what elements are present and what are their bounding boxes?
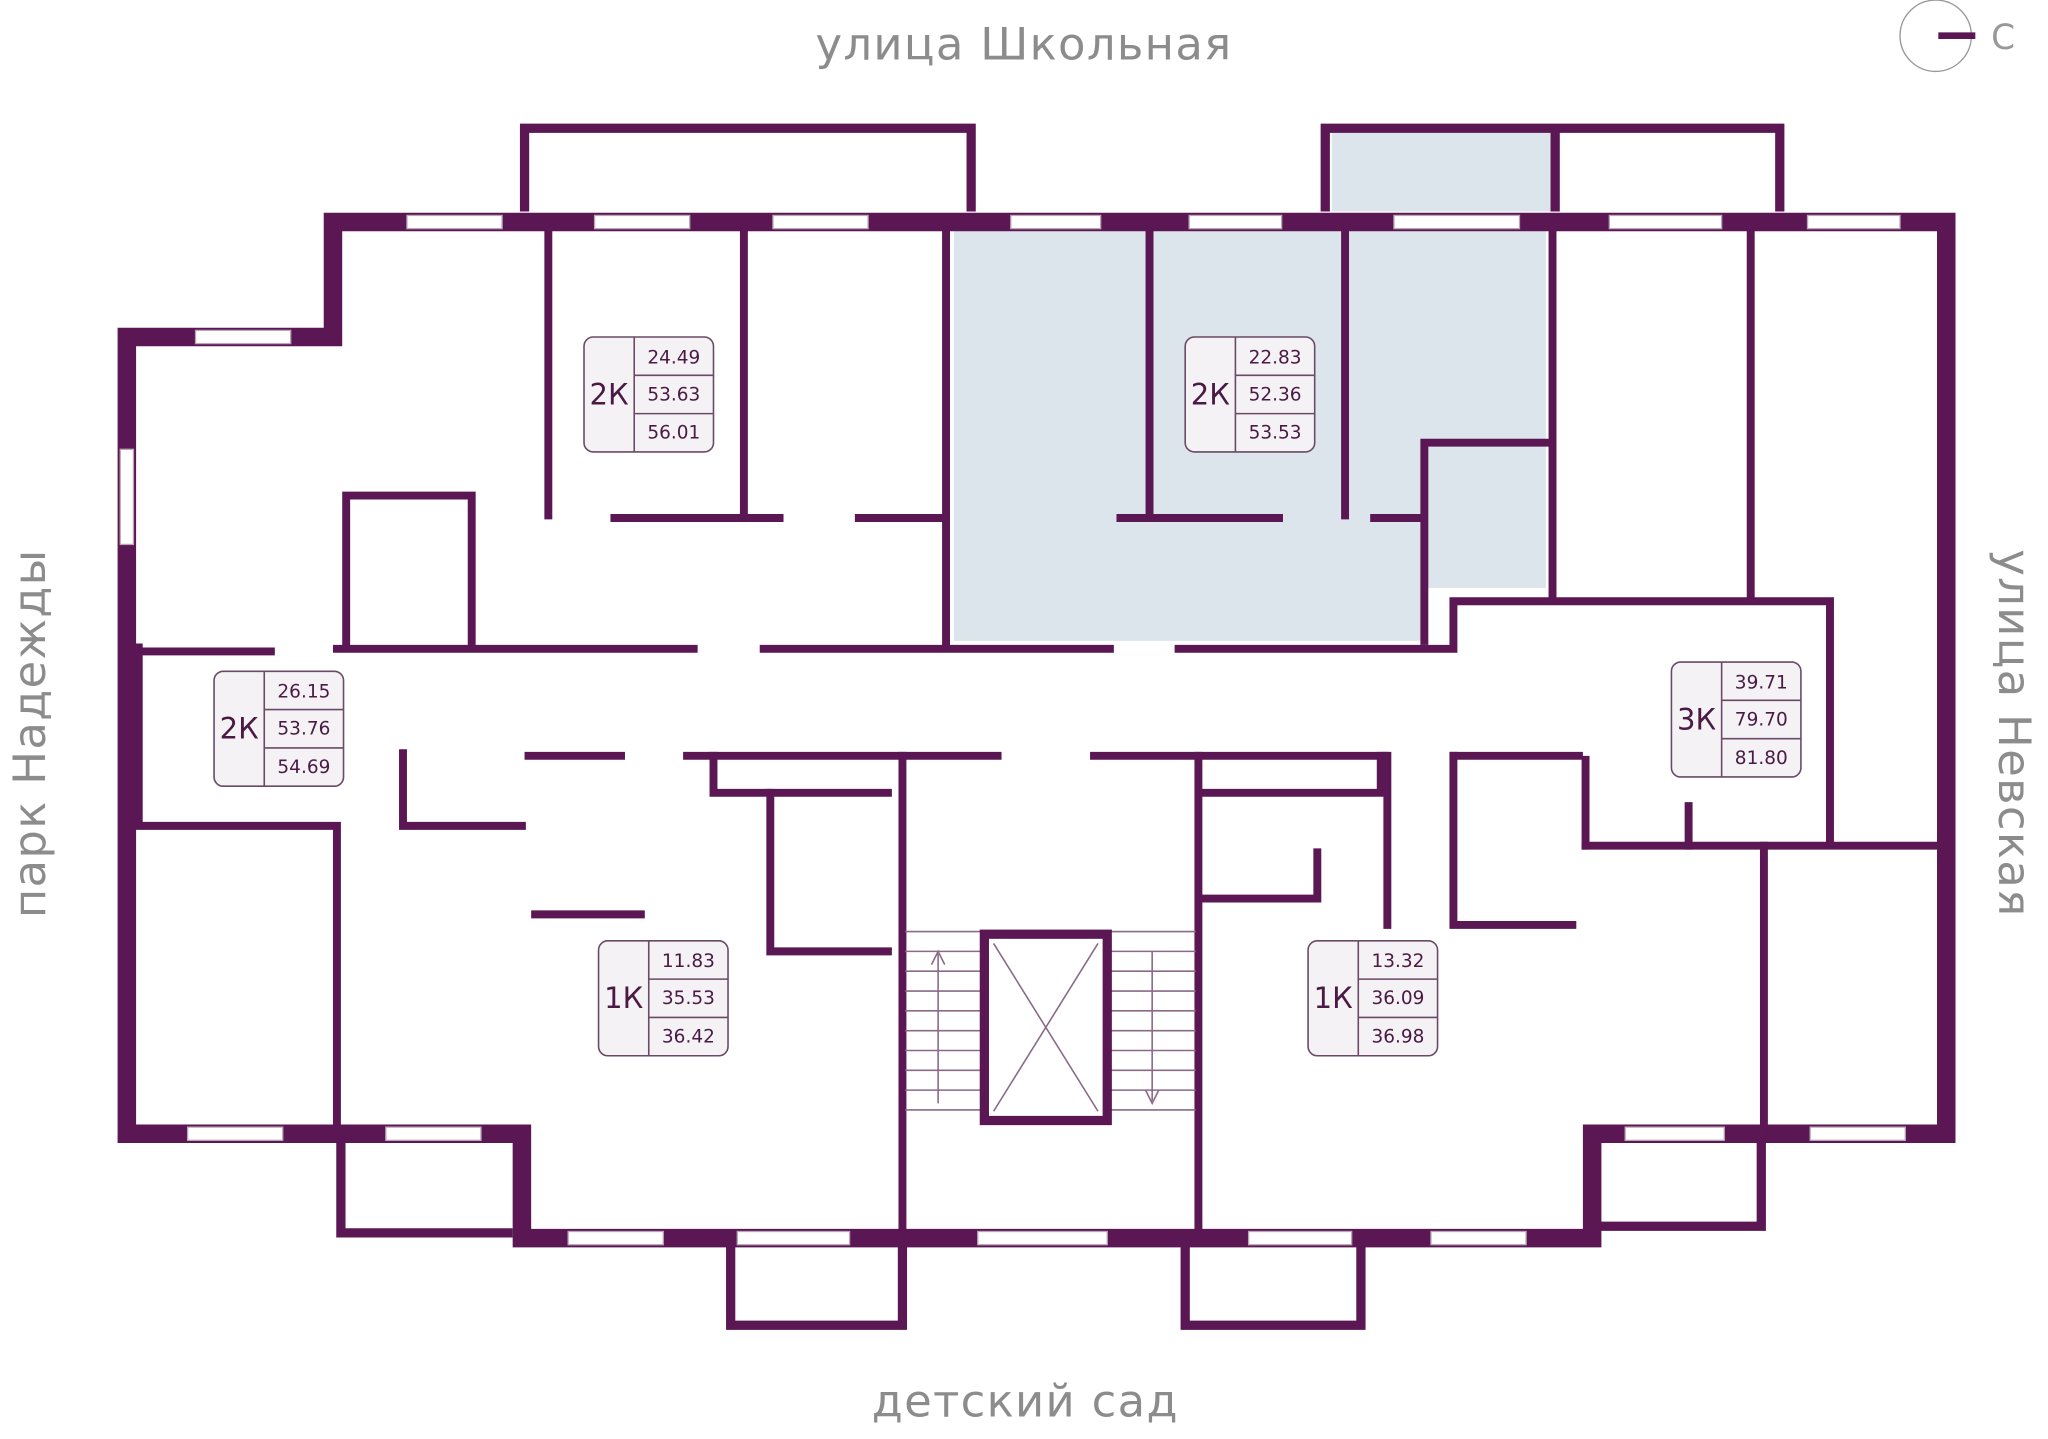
- area-living: 13.32: [1371, 951, 1424, 972]
- area-total-with-balcony: 54.69: [277, 757, 330, 778]
- apartment-card[interactable]: 2К 26.15 53.76 54.69: [213, 670, 345, 788]
- apartment-card[interactable]: 1К 13.32 36.09 36.98: [1307, 940, 1439, 1057]
- area-total: 35.53: [662, 988, 715, 1009]
- interior-walls: [134, 227, 1947, 1240]
- apartment-card[interactable]: 3К 39.71 79.70 81.80: [1670, 661, 1802, 778]
- area-total: 79.70: [1735, 709, 1788, 730]
- area-total-with-balcony: 53.53: [1249, 423, 1302, 444]
- balconies: [336, 123, 1785, 1330]
- compass-label: С: [1991, 18, 2015, 58]
- area-total: 53.63: [647, 384, 700, 405]
- apartment-type: 1К: [1314, 981, 1353, 1015]
- apartment-type: 2К: [590, 377, 629, 411]
- apartment-card[interactable]: 2К 22.83 52.36 53.53: [1184, 336, 1316, 453]
- street-east: улица Невская: [1988, 549, 2041, 917]
- compass-icon: [1899, 0, 1976, 73]
- stairwell: [905, 929, 1196, 1126]
- street-south: детский сад: [872, 1374, 1179, 1427]
- apartment-card[interactable]: 2К 24.49 53.63 56.01: [583, 336, 715, 453]
- street-north: улица Школьная: [816, 18, 1233, 71]
- area-living: 24.49: [647, 347, 700, 368]
- apartment-type: 2К: [1191, 377, 1230, 411]
- apartment-type: 3К: [1677, 702, 1716, 736]
- apartment-card[interactable]: 1К 11.83 35.53 36.42: [597, 940, 729, 1057]
- windows: [119, 214, 1906, 1246]
- area-living: 22.83: [1249, 347, 1302, 368]
- area-total-with-balcony: 56.01: [647, 423, 700, 444]
- apartment-type: 2К: [220, 712, 259, 746]
- elevator: [979, 929, 1112, 1126]
- area-living: 11.83: [662, 951, 715, 972]
- apartment-type: 1К: [604, 981, 643, 1015]
- area-total: 36.09: [1371, 988, 1424, 1009]
- area-total: 52.36: [1249, 384, 1302, 405]
- area-total-with-balcony: 81.80: [1735, 748, 1788, 769]
- area-living: 26.15: [277, 682, 330, 703]
- street-west: парк Надежды: [3, 549, 56, 919]
- area-total: 53.76: [277, 719, 330, 740]
- area-total-with-balcony: 36.42: [662, 1027, 715, 1048]
- area-total-with-balcony: 36.98: [1371, 1027, 1424, 1048]
- area-living: 39.71: [1735, 672, 1788, 693]
